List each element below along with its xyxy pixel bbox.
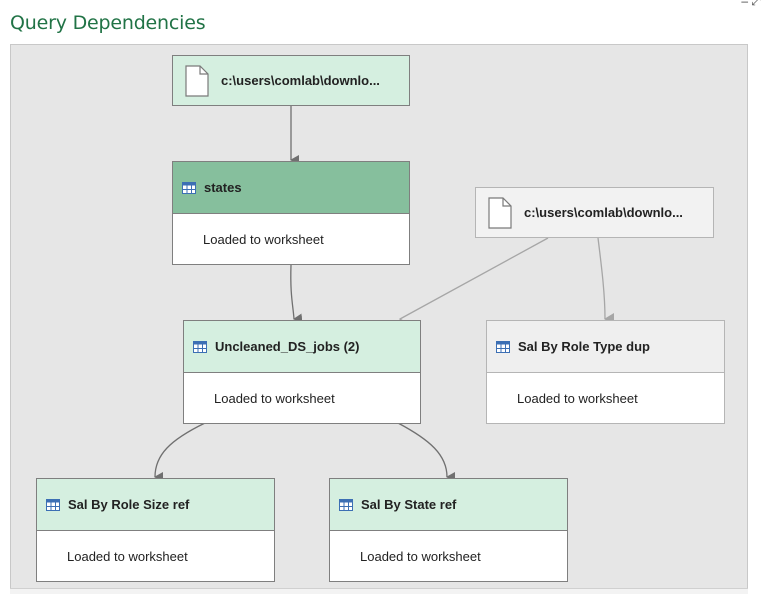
window-title: Query Dependencies	[10, 12, 206, 34]
query-name: Sal By Role Size ref	[68, 497, 190, 512]
table-icon	[193, 340, 207, 353]
query-status: Loaded to worksheet	[67, 548, 188, 564]
query-status: Loaded to worksheet	[517, 390, 638, 406]
source-path-label: c:\users\comlab\downlo...	[221, 73, 380, 88]
table-icon	[46, 498, 60, 511]
query-name: Sal By State ref	[361, 497, 457, 512]
file-icon	[185, 64, 209, 97]
table-icon	[182, 181, 196, 194]
query-name: Sal By Role Type dup	[518, 339, 650, 354]
query-node-uncleaned-ds-jobs[interactable]: Uncleaned_DS_jobs (2) Loaded to workshee…	[183, 320, 421, 424]
query-header: Sal By Role Size ref	[37, 479, 274, 531]
source-path-label: c:\users\comlab\downlo...	[524, 205, 683, 220]
source-node-1[interactable]: c:\users\comlab\downlo...	[172, 55, 410, 106]
query-node-sal-by-role-type-dup[interactable]: Sal By Role Type dup Loaded to worksheet	[486, 320, 725, 424]
query-name: Uncleaned_DS_jobs (2)	[215, 339, 360, 354]
window-controls[interactable]: – ⤢	[741, 0, 761, 8]
table-icon	[496, 340, 510, 353]
query-header: Uncleaned_DS_jobs (2)	[184, 321, 420, 373]
query-name: states	[204, 180, 242, 195]
query-header: Sal By Role Type dup	[487, 321, 724, 373]
canvas-horizontal-scrollbar[interactable]	[10, 588, 748, 594]
query-header: Sal By State ref	[330, 479, 567, 531]
query-node-states[interactable]: states Loaded to worksheet	[172, 161, 410, 265]
file-icon	[488, 196, 512, 229]
query-node-sal-by-role-size-ref[interactable]: Sal By Role Size ref Loaded to worksheet	[36, 478, 275, 582]
query-node-sal-by-state-ref[interactable]: Sal By State ref Loaded to worksheet	[329, 478, 568, 582]
query-status: Loaded to worksheet	[360, 548, 481, 564]
table-icon	[339, 498, 353, 511]
query-header: states	[173, 162, 409, 214]
query-status: Loaded to worksheet	[214, 390, 335, 406]
query-status: Loaded to worksheet	[203, 231, 324, 247]
source-node-2[interactable]: c:\users\comlab\downlo...	[475, 187, 714, 238]
